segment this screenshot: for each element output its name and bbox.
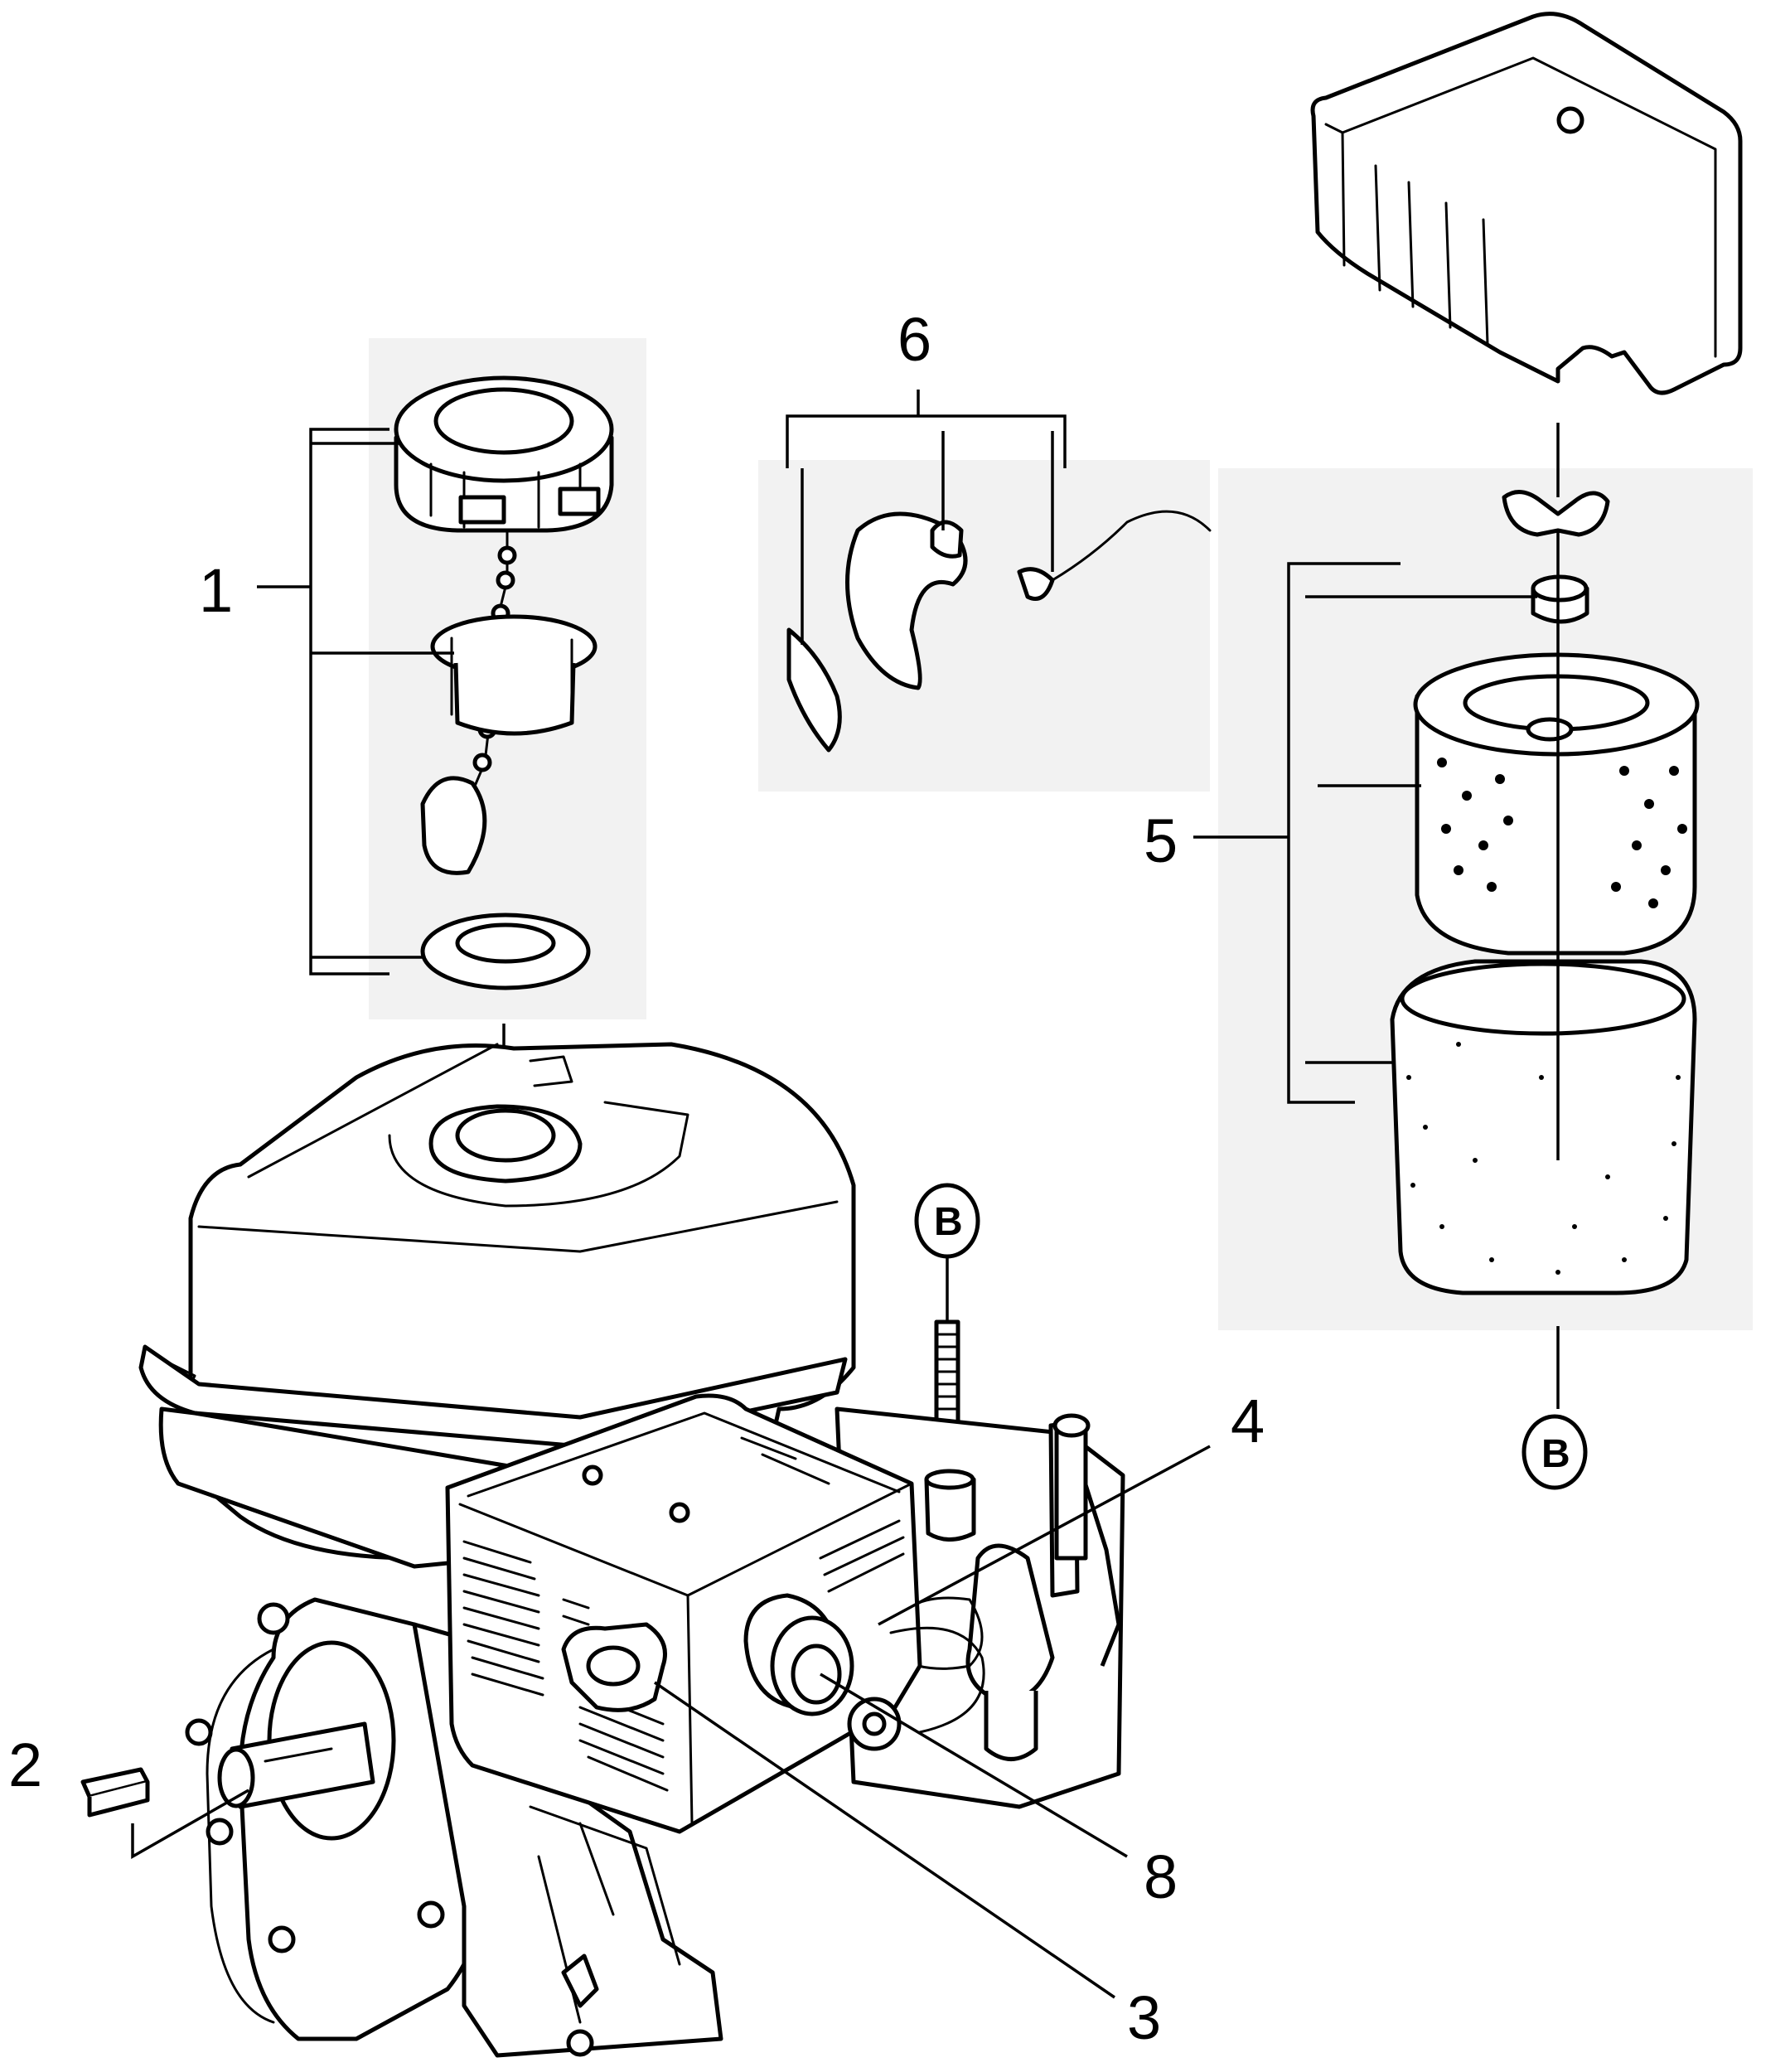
fuel-cap-icon xyxy=(394,375,614,533)
reference-marker-bottom-label: B xyxy=(1541,1432,1570,1476)
callout-1: 1 xyxy=(199,556,233,625)
air-cleaner-cover-icon xyxy=(1310,12,1743,395)
callout-3: 3 xyxy=(1127,1983,1161,2052)
foam-filter-icon xyxy=(1390,959,1697,1295)
callout-4-leader xyxy=(878,1445,1211,1626)
grommet-icon xyxy=(1531,574,1589,624)
gasket-icon xyxy=(420,913,591,990)
reference-marker-top-label: B xyxy=(934,1200,963,1244)
clip-kit-icon xyxy=(786,510,1212,753)
wing-nut-icon xyxy=(1502,490,1610,537)
callout-2-leader xyxy=(131,1789,249,1860)
callout-8: 8 xyxy=(1144,1842,1178,1911)
shaft-key-icon xyxy=(80,1767,150,1818)
strainer-icon xyxy=(420,614,597,875)
reference-marker-bottom: B xyxy=(1522,1414,1588,1490)
callout-6: 6 xyxy=(897,305,931,374)
engine-icon xyxy=(138,1042,1125,2058)
filter-element-icon xyxy=(1413,652,1700,956)
callout-5-bracket xyxy=(1193,562,1537,1104)
reference-marker-top: B xyxy=(914,1183,980,1259)
callout-3-leader xyxy=(654,1681,1115,1999)
callout-1-bracket xyxy=(257,428,454,975)
callout-2: 2 xyxy=(8,1731,42,1799)
callout-4: 4 xyxy=(1231,1387,1265,1455)
callout-5: 5 xyxy=(1144,806,1178,875)
callout-8-leader xyxy=(820,1673,1128,1858)
callout-6-bracket xyxy=(786,390,1067,645)
